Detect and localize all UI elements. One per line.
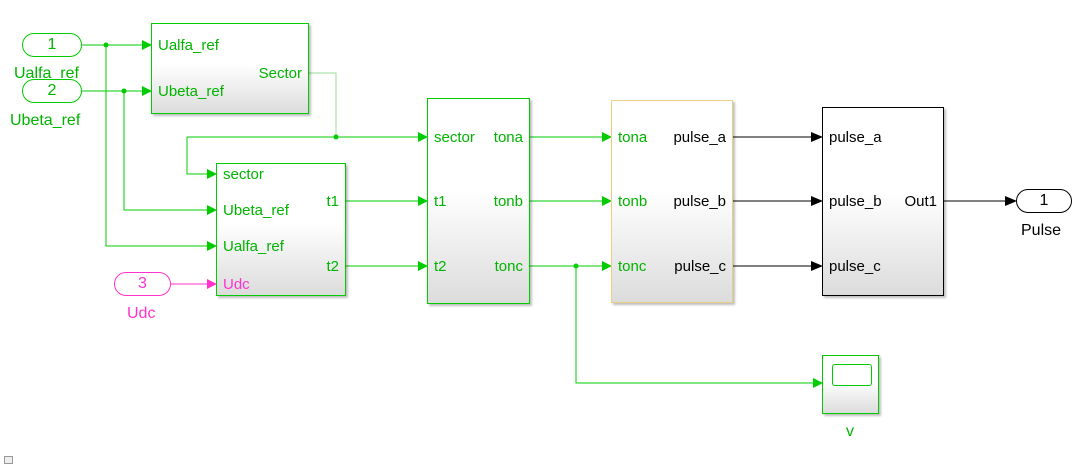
switching-time-block[interactable]: sector t1 t2 tona tonb tonc <box>427 98 530 304</box>
port-tona-out: tona <box>493 129 523 146</box>
inport-udc-label: Udc <box>127 305 156 322</box>
port-ualfa-ref: Ualfa_ref <box>223 238 284 255</box>
port-pulse-b: pulse_b <box>829 193 882 210</box>
port-sector: sector <box>434 129 475 146</box>
port-out1: Out1 <box>904 193 937 210</box>
port-ubeta-ref: Ubeta_ref <box>158 83 224 100</box>
port-t2: t2 <box>434 258 447 275</box>
wire-ualfa-branch <box>105 45 217 251</box>
branch-point <box>121 88 127 94</box>
port-pulse-c: pulse_c <box>829 258 881 275</box>
port-ubeta-ref: Ubeta_ref <box>223 202 289 219</box>
scope-screen-icon <box>832 364 872 386</box>
port-ualfa-ref: Ualfa_ref <box>158 37 219 54</box>
wire-sector-out <box>309 72 337 137</box>
sector-calculation-block[interactable]: Ualfa_ref Ubeta_ref Sector <box>151 23 309 114</box>
port-t2-out: t2 <box>326 258 339 275</box>
scope-block[interactable] <box>822 355 879 414</box>
port-pulse-a: pulse_a <box>829 129 882 146</box>
port-sector: sector <box>223 166 264 183</box>
scope-label: v <box>846 423 854 440</box>
inport-udc[interactable]: 3 <box>114 272 171 296</box>
wire-sector-to-time <box>186 137 217 179</box>
port-tonb-out: tonb <box>493 193 523 210</box>
outport-pulse[interactable]: 1 <box>1016 189 1072 213</box>
port-tonc-out: tonc <box>494 258 523 275</box>
inport-ualfa[interactable]: 1 <box>22 33 82 57</box>
status-bar-icon[interactable] <box>4 456 13 464</box>
branch-point <box>103 42 109 48</box>
port-t1: t1 <box>434 193 447 210</box>
output-subsystem-block[interactable]: pulse_a pulse_b pulse_c Out1 <box>822 107 944 296</box>
branch-point <box>573 263 579 269</box>
branch-point <box>333 134 339 140</box>
port-tonb: tonb <box>618 193 648 210</box>
port-sector-out: Sector <box>258 65 302 82</box>
outport-pulse-label: Pulse <box>1021 222 1062 239</box>
port-t1-out: t1 <box>326 193 339 210</box>
port-pulse-a-out: pulse_a <box>673 129 726 146</box>
port-pulse-c-out: pulse_c <box>674 258 726 275</box>
pwm-generation-block[interactable]: tona tonb tonc pulse_a pulse_b pulse_c <box>611 100 733 303</box>
port-tonc: tonc <box>618 258 647 275</box>
time-calculation-block[interactable]: sector Ubeta_ref Ualfa_ref Udc t1 t2 <box>216 163 346 296</box>
inport-ubeta-label: Ubeta_ref <box>10 112 81 129</box>
wire-ubeta-branch <box>123 91 217 215</box>
wire-tonc-to-scope <box>575 266 823 388</box>
port-tona: tona <box>618 129 648 146</box>
inport-ubeta[interactable]: 2 <box>22 79 82 103</box>
port-udc: Udc <box>223 276 250 293</box>
inport-ualfa-label: Ualfa_ref <box>14 65 79 82</box>
port-pulse-b-out: pulse_b <box>673 193 726 210</box>
